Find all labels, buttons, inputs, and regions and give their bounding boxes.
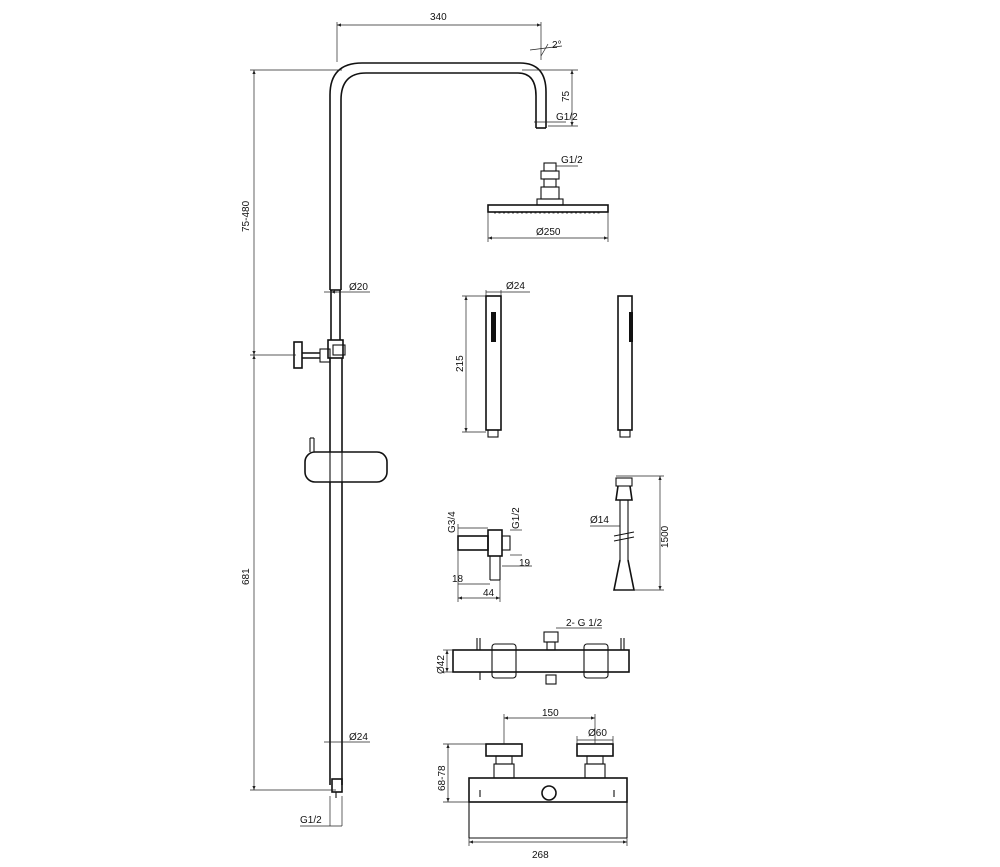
mixer-outlets-label: 2- G 1/2 [566,618,603,629]
arm-angle-label: 2° [552,40,562,51]
thermostatic-mixer-front: 2- G 1/2 Ø42 [436,618,630,685]
inlet-thread-label: G1/2 [300,815,322,826]
arm-drop-label: 75 [561,90,572,102]
hand-shower-side [617,295,633,438]
escutcheon-dia-label: Ø60 [588,728,607,739]
column-dia-lower-label: Ø24 [349,732,368,743]
mixer-dia-label: Ø42 [436,655,447,674]
elbow-dim-a-label: 19 [519,558,531,569]
arm-thread-label: G1/2 [556,112,578,123]
hose-length-label: 1500 [660,525,671,548]
elbow-dim-c-label: 44 [483,588,495,599]
shower-column [293,62,547,798]
elbow-thread-a-label: G3/4 [447,511,458,533]
hand-shower-front: Ø24 215 [455,281,530,438]
head-dia-label: Ø250 [536,227,561,238]
mixer-width-label: 268 [532,850,549,861]
centers-label: 150 [542,708,559,719]
head-thread-label: G1/2 [561,155,583,166]
projection-label: 68-78 [437,765,448,791]
elbow-thread-b-label: G1/2 [511,507,522,529]
thermostatic-mixer-top: 150 Ø60 68-78 268 [437,708,628,861]
shower-hose: 1500 Ø14 [590,475,671,591]
hand-dia-label: Ø24 [506,281,525,292]
column-height-label: 75-480 [241,200,252,232]
rain-shower-head: G1/2 Ø250 [487,155,609,242]
wall-elbow: G3/4 G1/2 19 18 44 [447,507,532,602]
hose-dia-label: Ø14 [590,515,609,526]
column-dia-upper-label: Ø20 [349,282,368,293]
column-dimensions: 340 2° 75 G1/2 75-480 681 Ø20 Ø24 G1/2 [241,12,578,827]
rail-height-label: 681 [241,568,252,585]
arm-width-label: 340 [430,12,447,23]
hand-length-label: 215 [455,355,466,372]
